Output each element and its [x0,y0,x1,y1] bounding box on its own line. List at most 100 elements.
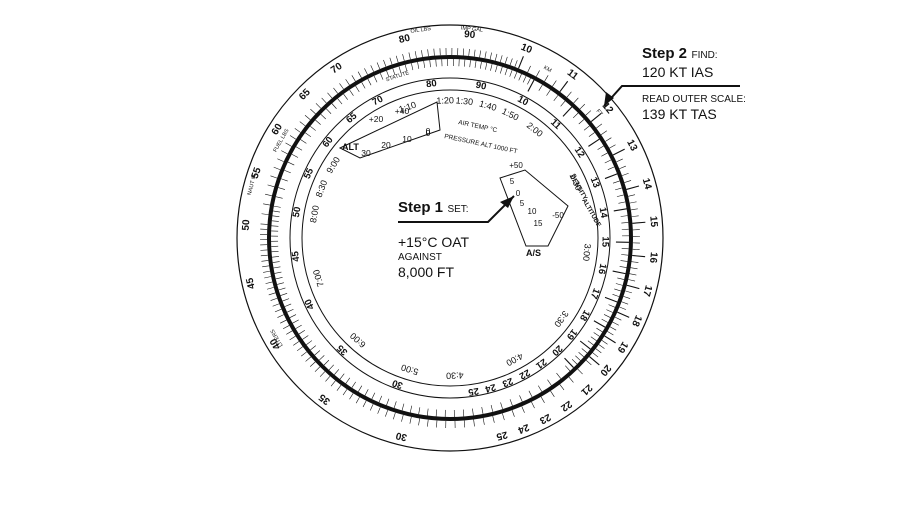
inner-tick [350,90,354,96]
outer-tick [346,79,350,85]
outer-tick [609,145,615,148]
outer-tick [320,372,325,377]
outer-tick [628,195,635,197]
inner-tick [380,73,383,79]
inner-scale-label: 16 [595,263,608,276]
outer-tick [469,49,470,56]
time-scale-label: 5:00 [400,362,420,377]
outer-tick [371,65,374,71]
outer-tick [305,115,310,120]
outer-tick [551,391,555,397]
outer-tick [327,93,332,98]
step1-oat: +15°C OAT [398,234,528,252]
inner-tick [538,386,542,392]
inner-scale-label: 50 [291,206,304,218]
outer-tick [522,406,525,412]
inner-tick [424,61,425,68]
inner-tick [613,294,620,296]
inner-tick [273,211,280,212]
unit-label: OIL LBS [410,26,432,35]
inner-tick [584,126,589,130]
inner-tick [470,60,471,67]
outer-tick [297,347,303,351]
temp-window-label: +40 [395,106,410,116]
outer-scale-label: 80 [398,33,412,46]
inner-tick [519,395,522,401]
outer-tick [261,260,268,261]
outer-tick [383,60,385,67]
outer-tick [616,159,622,162]
outer-tick [301,352,306,356]
outer-tick [280,320,286,323]
outer-tick [586,360,591,365]
outer-tick [401,415,403,422]
inner-tick [346,378,350,384]
inner-tick [613,181,620,183]
inner-tick [321,114,326,119]
outer-tick [480,50,481,57]
inner-tick [495,65,497,72]
outer-tick [631,268,638,269]
inner-tick [602,319,608,322]
inner-tick [288,162,294,165]
outer-tick [500,55,502,62]
inner-tick [281,179,288,181]
outer-tick [263,204,270,205]
outer-tick [364,68,367,74]
inner-tick [575,356,580,361]
inner-tick [617,195,624,197]
outer-tick [267,287,274,289]
outer-tick [306,357,311,362]
outer-tick [628,280,635,282]
inner-tick [279,288,286,290]
inner-scale-label: 30 [391,377,405,391]
air-temp-label: AIR TEMP °C [458,118,499,134]
temp-window-label: +20 [369,114,384,124]
outer-tick [631,262,638,263]
inner-tick [365,389,368,395]
inner-tick [606,310,612,313]
inner-tick [579,119,584,124]
outer-tick [622,302,629,304]
outer-tick [528,66,531,72]
inner-tick [430,60,431,67]
outer-scale-label: 14 [640,177,654,191]
inner-tick [436,409,437,416]
inner-tick [547,90,551,96]
inner-tick [561,101,566,106]
time-scale-label: 4:00 [505,351,525,368]
inner-tick [500,67,502,74]
outer-tick [310,109,315,114]
outer-tick [378,407,381,413]
inner-scale-label: 17 [588,287,602,301]
outer-tick [269,293,276,295]
inner-tick [491,405,493,412]
inner-tick [310,126,315,130]
inner-tick [274,267,281,268]
inner-scale-label: 80 [426,78,438,90]
inner-tick [282,299,289,301]
inner-tick [605,174,617,179]
inner-tick [588,139,599,146]
inner-tick [472,409,473,416]
inner-tick [278,188,285,190]
outer-scale-label: 21 [578,382,594,398]
step2-callout: Step 2 FIND: 120 KT IAS READ OUTER SCALE… [642,44,782,124]
inner-tick [305,133,311,137]
alt-label: ALT [342,142,359,152]
outer-tick [601,131,607,135]
outer-tick [627,285,640,288]
outer-scale-label: 19 [614,339,629,355]
inner-tick [418,62,419,69]
outer-tick [274,167,280,170]
inner-tick [614,289,621,291]
inner-tick [293,320,299,323]
outer-tick [613,149,625,155]
inner-tick [301,140,307,144]
inner-tick [582,349,587,353]
outer-scale-label: 11 [565,67,580,82]
outer-tick [271,298,278,300]
outer-tick [337,385,341,391]
time-scale-label: 8:00 [308,205,321,224]
outer-tick [290,336,296,340]
